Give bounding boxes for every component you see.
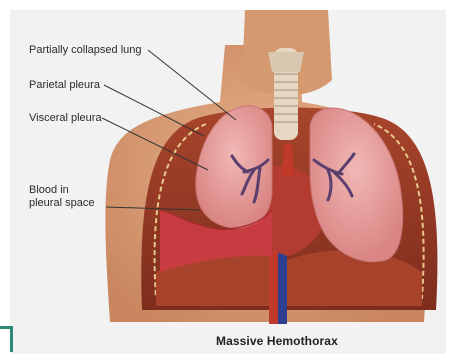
label-visceral-pleura: Visceral pleura [29,112,102,125]
heart-vessel [282,144,294,176]
label-pleural-space: pleural space [29,197,94,210]
label-parietal-pleura: Parietal pleura [29,79,100,92]
thorax-illustration [10,10,446,354]
corner-bracket-decoration [0,326,13,352]
aorta [269,250,278,324]
vena-cava [278,250,287,324]
figure-caption: Massive Hemothorax [216,334,338,348]
label-blood-in: Blood in [29,184,69,197]
label-partially-collapsed-lung: Partially collapsed lung [29,44,142,57]
thyroid-cartilage [268,52,304,72]
